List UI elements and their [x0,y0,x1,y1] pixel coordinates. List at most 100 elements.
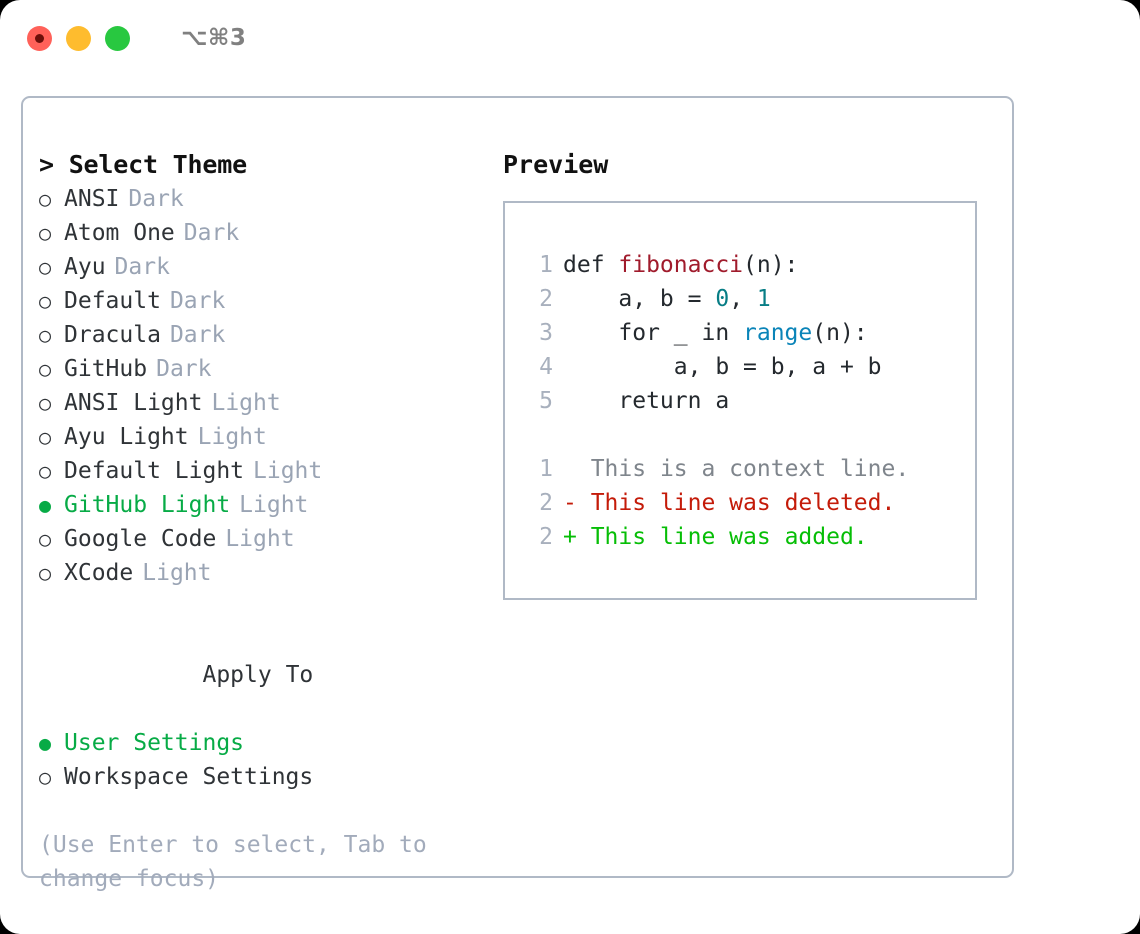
radio-unselected-icon[interactable]: ○ [39,187,52,211]
theme-option-label: Default [64,288,161,314]
code-line: 4 a, b = b, a + b [523,350,975,384]
theme-option-variant: Dark [169,288,226,314]
diff-marker: - [563,490,577,516]
theme-option-variant: Light [197,424,267,450]
diff-line-number: 2 [539,490,553,516]
radio-unselected-icon[interactable]: ○ [39,561,52,585]
theme-option-dracula[interactable]: ○ Dracula Dark [39,318,501,352]
theme-option-atom-one[interactable]: ○ Atom One Dark [39,216,501,250]
code-line-number: 5 [539,388,553,414]
code-token-num: 1 [756,286,771,312]
code-line: 3 for _ in range(n): [523,316,975,350]
radio-selected-icon[interactable]: ● [39,493,52,517]
theme-option-label: Google Code [64,526,217,552]
theme-option-variant: Light [239,492,309,518]
theme-option-github-light[interactable]: ● GitHub Light Light [39,488,501,522]
code-diff-spacer [523,418,975,452]
theme-option-ansi[interactable]: ○ ANSI Dark [39,182,501,216]
minimize-window-icon[interactable] [66,25,91,51]
theme-option-label: ANSI [64,186,120,212]
theme-option-variant: Light [211,390,281,416]
select-theme-heading: > Select Theme [39,150,247,179]
apply-to-option-user-settings[interactable]: ●User Settings [39,726,501,760]
theme-option-default-light[interactable]: ○ Default Light Light [39,454,501,488]
maximize-window-icon[interactable] [105,25,130,51]
diff-line-text: This line was deleted. [576,490,896,516]
code-token-plain: def [563,252,619,278]
apply-to-list[interactable]: ●User Settings ○ Workspace Settings [39,726,501,794]
code-token-plain: (n): [743,252,799,278]
window-title: ⌥⌘3 [181,25,247,51]
code-line-number: 4 [539,354,553,380]
code-token-plain: a, b = b, a + b [563,354,882,380]
close-window-icon[interactable] [27,25,52,51]
radio-unselected-icon[interactable]: ○ [39,391,52,415]
theme-option-label: ANSI Light [64,390,203,416]
theme-option-label: Ayu [64,254,106,280]
diff-line-ctx: 1 This is a context line. [523,452,975,486]
code-line-text: a, b = b, a + b [563,350,882,384]
diff-marker: + [563,524,577,550]
diff-line-number: 2 [539,524,553,550]
radio-unselected-icon[interactable]: ○ [39,527,52,551]
preview-heading: Preview [503,150,609,179]
code-token-num: 0 [715,286,730,312]
theme-option-label: Atom One [64,220,175,246]
code-line-number: 3 [539,320,553,346]
apply-to-heading: Apply To [39,624,501,726]
theme-option-google-code[interactable]: ○ Google Code Light [39,522,501,556]
radio-unselected-icon[interactable]: ○ [39,357,52,381]
code-line-text: a, b = 0, 1 [563,282,771,316]
radio-unselected-icon[interactable]: ○ [39,255,52,279]
diff-marker [563,452,577,486]
diff-line-text: This is a context line. [576,456,910,482]
code-line-number: 1 [539,252,553,278]
radio-unselected-icon[interactable]: ○ [39,459,52,483]
theme-option-variant: Light [253,458,323,484]
theme-option-label: GitHub [64,356,148,382]
radio-unselected-icon[interactable]: ○ [39,765,52,789]
diff-line-del: 2- This line was deleted. [523,486,975,520]
theme-option-label: GitHub Light [64,492,231,518]
theme-option-variant: Dark [169,322,226,348]
theme-option-label: Default Light [64,458,245,484]
theme-option-label: Dracula [64,322,161,348]
theme-option-ansi-light[interactable]: ○ ANSI Light Light [39,386,501,420]
theme-option-ayu[interactable]: ○ Ayu Dark [39,250,501,284]
theme-option-variant: Dark [128,186,184,212]
radio-selected-icon[interactable]: ● [39,731,52,755]
radio-unselected-icon[interactable]: ○ [39,323,52,347]
theme-option-label: XCode [64,560,134,586]
apply-to-heading-label: Apply To [202,662,314,688]
keyboard-hint: (Use Enter to select, Tab to change focu… [39,832,427,892]
theme-option-ayu-light[interactable]: ○ Ayu Light Light [39,420,501,454]
code-token-plain: for _ in [563,320,744,346]
diff-sample: 1 This is a context line.2- This line wa… [523,452,975,554]
theme-option-default[interactable]: ○ Default Dark [39,284,501,318]
theme-option-variant: Dark [183,220,240,246]
diff-line-number: 1 [539,456,553,482]
radio-unselected-icon[interactable]: ○ [39,289,52,313]
radio-unselected-icon[interactable]: ○ [39,425,52,449]
traffic-light-group [27,25,130,51]
code-token-call: range [743,320,813,346]
apply-to-option-label: Workspace Settings [64,764,314,790]
radio-unselected-icon[interactable]: ○ [39,221,52,245]
code-line: 2 a, b = 0, 1 [523,282,975,316]
code-line-text: for _ in range(n): [563,316,867,350]
diff-line-text: This line was added. [576,524,868,550]
code-line: 5 return a [523,384,975,418]
theme-option-label: Ayu Light [64,424,189,450]
theme-option-variant: Dark [114,254,170,280]
apply-to-option-workspace-settings[interactable]: ○ Workspace Settings [39,760,501,794]
theme-option-variant: Light [225,526,295,552]
